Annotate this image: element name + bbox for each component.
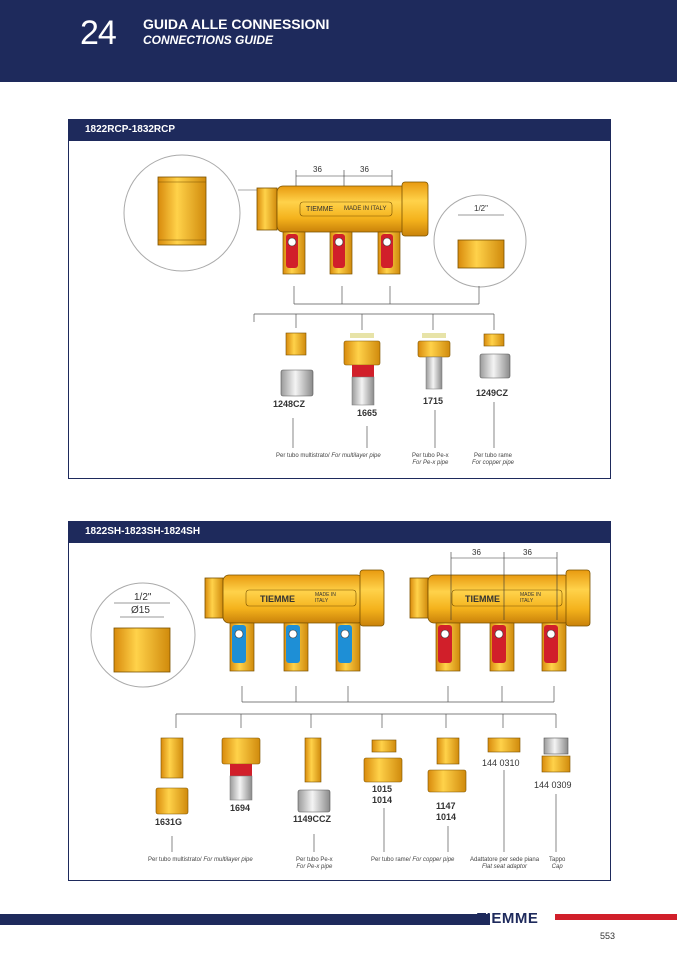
dimension-b-1: 36 bbox=[360, 165, 369, 174]
manifold-made-in-2b: MADE IN ITALY bbox=[520, 592, 541, 604]
dimension-lines-2 bbox=[450, 552, 558, 620]
code-1147: 1147 bbox=[436, 801, 456, 811]
manifold-brand-2b: TIEMME bbox=[465, 594, 500, 604]
page-title-en: CONNECTIONS GUIDE bbox=[143, 33, 274, 47]
footer-bar bbox=[0, 914, 490, 925]
caption-multilayer-1: Per tubo multistrato/ For multilayer pip… bbox=[276, 453, 381, 459]
manifold-made-in-2a: MADE IN ITALY bbox=[315, 592, 336, 604]
fitting-1694 bbox=[221, 737, 261, 801]
fitting-1147-1014 bbox=[427, 737, 467, 793]
fitting-1248cz bbox=[280, 332, 314, 397]
detail-circle-left bbox=[123, 154, 265, 272]
code-1015: 1015 bbox=[372, 784, 393, 794]
manifold-body-2a bbox=[204, 569, 385, 672]
code-1665: 1665 bbox=[357, 408, 378, 418]
code-1248cz: 1248CZ bbox=[273, 399, 306, 409]
dimension-diameter-2: Ø15 bbox=[131, 605, 150, 616]
fitting-1665 bbox=[343, 333, 381, 406]
footer-logo: TIEMME bbox=[477, 910, 539, 927]
page-title-it: GUIDA ALLE CONNESSIONI bbox=[143, 16, 330, 32]
panel-1822rcp: 1822RCP-1832RCP bbox=[68, 119, 611, 479]
fitting-1149ccz bbox=[297, 737, 331, 813]
dimension-b-2: 36 bbox=[523, 548, 532, 557]
code-1631g: 1631G bbox=[155, 817, 183, 827]
dimension-a-2: 36 bbox=[472, 548, 481, 557]
detail-circle-right bbox=[433, 194, 527, 288]
code-1440310: 144 0310 bbox=[482, 758, 520, 768]
valves-red-1 bbox=[282, 231, 401, 275]
manifold-brand-2a: TIEMME bbox=[260, 594, 295, 604]
fitting-1249cz bbox=[479, 333, 511, 379]
page-header bbox=[0, 0, 677, 82]
code-1440309: 144 0309 bbox=[534, 780, 572, 790]
code-1149ccz: 1149CCZ bbox=[293, 814, 332, 824]
manifold-body-2b bbox=[409, 569, 591, 672]
page-number: 24 bbox=[80, 14, 117, 52]
footer-page-number: 553 bbox=[600, 931, 616, 941]
code-1249cz: 1249CZ bbox=[476, 388, 509, 398]
caption-multilayer-2: Per tubo multistrato/ For multilayer pip… bbox=[148, 857, 253, 863]
code-1715: 1715 bbox=[423, 396, 444, 406]
manifold-body-1 bbox=[256, 181, 429, 237]
connector-tree-2 bbox=[171, 686, 557, 852]
connector-tree-1 bbox=[253, 286, 495, 448]
caption-copper-2: Per tubo rame/ For copper pipe bbox=[371, 857, 455, 863]
panel-title-bar: 1822RCP-1832RCP bbox=[69, 120, 610, 141]
fitting-1631g bbox=[155, 737, 189, 815]
fitting-1440309 bbox=[541, 737, 571, 773]
dimension-a-1: 36 bbox=[313, 165, 322, 174]
panel-title-bar: 1822SH-1823SH-1824SH bbox=[69, 522, 610, 543]
fitting-1440310 bbox=[487, 737, 521, 753]
code-1014-a: 1014 bbox=[372, 795, 393, 805]
fitting-1715 bbox=[417, 333, 451, 390]
dimension-half-1: 1/2" bbox=[474, 204, 488, 213]
fitting-1015-1014 bbox=[363, 739, 403, 783]
panel-title: 1822RCP-1832RCP bbox=[85, 124, 176, 135]
footer-accent bbox=[555, 914, 677, 920]
code-1014-b: 1014 bbox=[436, 812, 457, 822]
detail-circle-p2 bbox=[90, 582, 196, 688]
manifold-brand-1: TIEMME bbox=[306, 206, 334, 213]
panel-title: 1822SH-1823SH-1824SH bbox=[85, 526, 201, 537]
dimension-half-2: 1/2" bbox=[134, 592, 152, 603]
manifold-made-in-1: MADE IN ITALY bbox=[344, 206, 387, 212]
code-1694: 1694 bbox=[230, 803, 251, 813]
